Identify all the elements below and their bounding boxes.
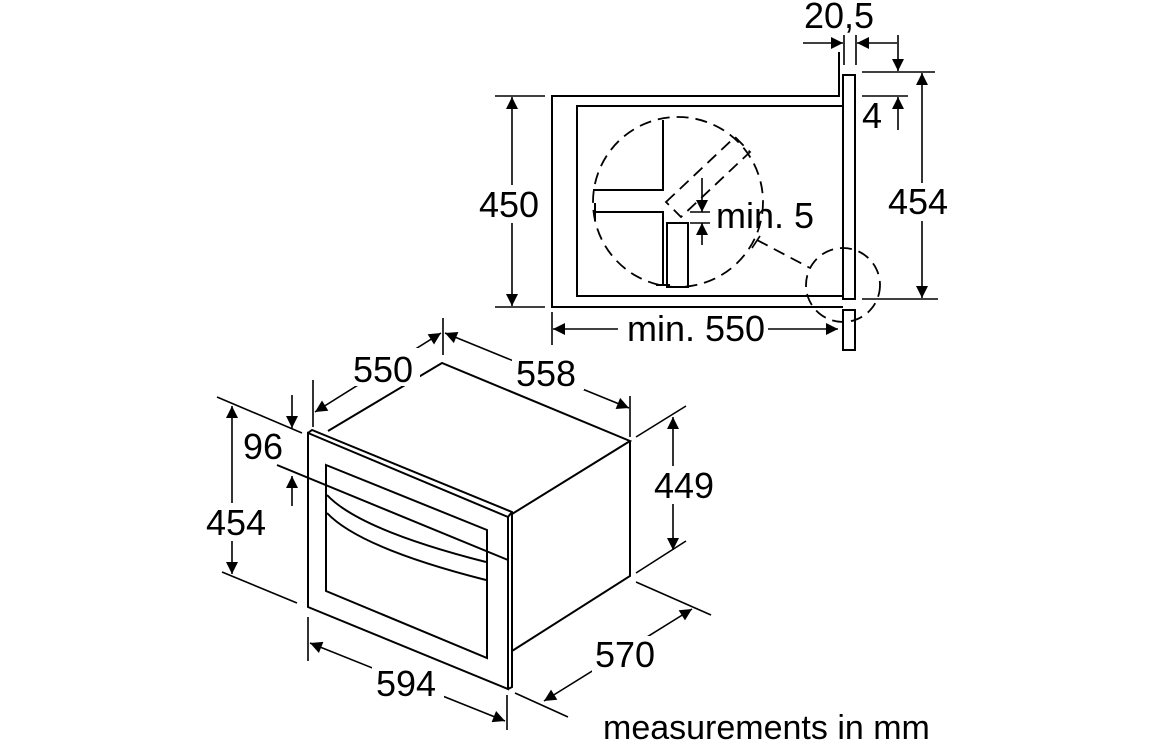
front-frame-edge <box>307 428 513 690</box>
niche-section-view: min. 5 450 min. 550 20,5 4 454 <box>479 0 950 351</box>
front-panel-section <box>842 74 856 300</box>
front-offset-ext <box>862 71 935 97</box>
niche-depth-label: min. 550 <box>627 308 765 349</box>
front-width-ext <box>307 617 508 730</box>
front-panel-lower <box>842 309 856 351</box>
control-panel-line <box>276 464 509 561</box>
body-height-label: 449 <box>654 465 714 506</box>
gap-ext-lines <box>690 211 710 224</box>
body-depth-label: 550 <box>353 349 413 390</box>
total-depth-ext <box>514 581 712 718</box>
panel-height-label: 96 <box>243 426 283 467</box>
detail-body-corner <box>594 203 670 286</box>
front-offset-label: 4 <box>862 95 882 136</box>
total-depth-label: 570 <box>595 634 655 675</box>
units-caption: measurements in mm <box>603 709 930 742</box>
body-width-label: 558 <box>516 353 576 394</box>
detail-front-panel-open <box>664 135 752 219</box>
niche-height-label: 450 <box>479 184 539 225</box>
detail-niche-corner <box>593 120 664 191</box>
front-width-label: 594 <box>376 663 436 704</box>
niche-height-ext <box>495 95 545 308</box>
door-handle-top <box>326 494 487 563</box>
front-thickness-label: 20,5 <box>804 0 874 36</box>
gap-label: min. 5 <box>716 195 814 236</box>
door-window <box>325 463 488 660</box>
body-depth-ext <box>312 318 444 427</box>
detail-leader-tick <box>751 235 761 249</box>
body-side <box>511 441 631 652</box>
front-height-label: 454 <box>888 181 948 222</box>
appliance-iso-view: 550 558 449 570 594 454 96 <box>204 318 720 730</box>
detail-leader <box>756 239 811 269</box>
front-frame <box>307 431 509 691</box>
niche-outline <box>551 52 843 308</box>
detail-front-panel <box>666 222 689 288</box>
appliance-body-section <box>576 105 843 297</box>
detail-circle-small <box>805 247 881 323</box>
front-height-iso-label: 454 <box>206 502 266 543</box>
door-handle-bottom <box>326 512 487 581</box>
front-thickness-ext <box>843 35 857 65</box>
